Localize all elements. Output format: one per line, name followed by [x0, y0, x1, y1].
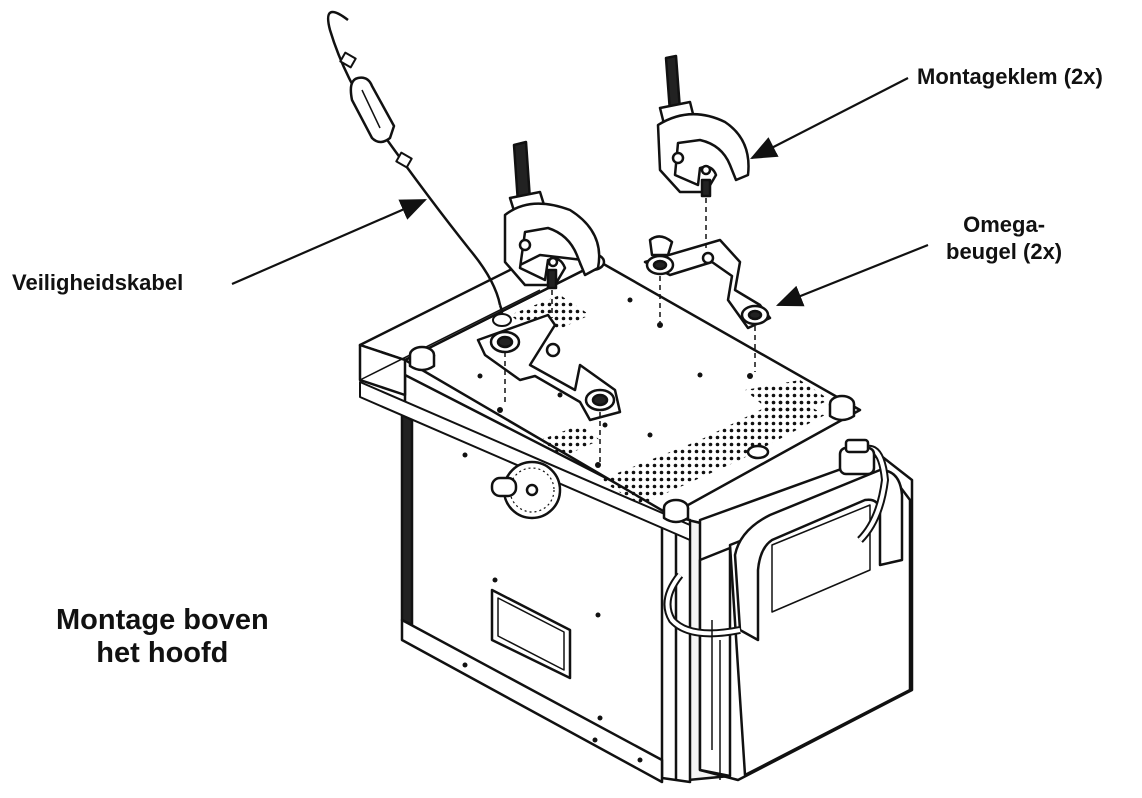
omega-bracket-right	[643, 235, 772, 330]
omega-bracket-label: Omega- beugel (2x)	[946, 211, 1062, 265]
callout-leaders	[231, 77, 929, 307]
diagram-title-line1: Montage boven	[56, 604, 269, 636]
diagram-title-line2: het hoofd	[96, 637, 229, 669]
clamp-leader	[750, 77, 909, 160]
omega-leader	[775, 243, 929, 307]
alignment-lines	[504, 198, 756, 462]
cable-leader	[231, 198, 428, 286]
mounting-clamp-label: Montageklem (2x)	[917, 64, 1103, 89]
mounting-clamp-left	[503, 140, 601, 290]
safety-cable-label: Veiligheidskabel	[12, 270, 184, 295]
diagram-title: Montage boven het hoofd	[56, 604, 269, 670]
omega-bracket-left	[476, 313, 622, 422]
omega-bracket-label-line1: Omega-	[963, 212, 1046, 237]
safety-cable	[326, 10, 512, 327]
mounting-clamp-right	[656, 54, 750, 198]
omega-bracket-label-line2: beugel (2x)	[946, 239, 1063, 264]
fixture-front-head	[663, 438, 914, 782]
